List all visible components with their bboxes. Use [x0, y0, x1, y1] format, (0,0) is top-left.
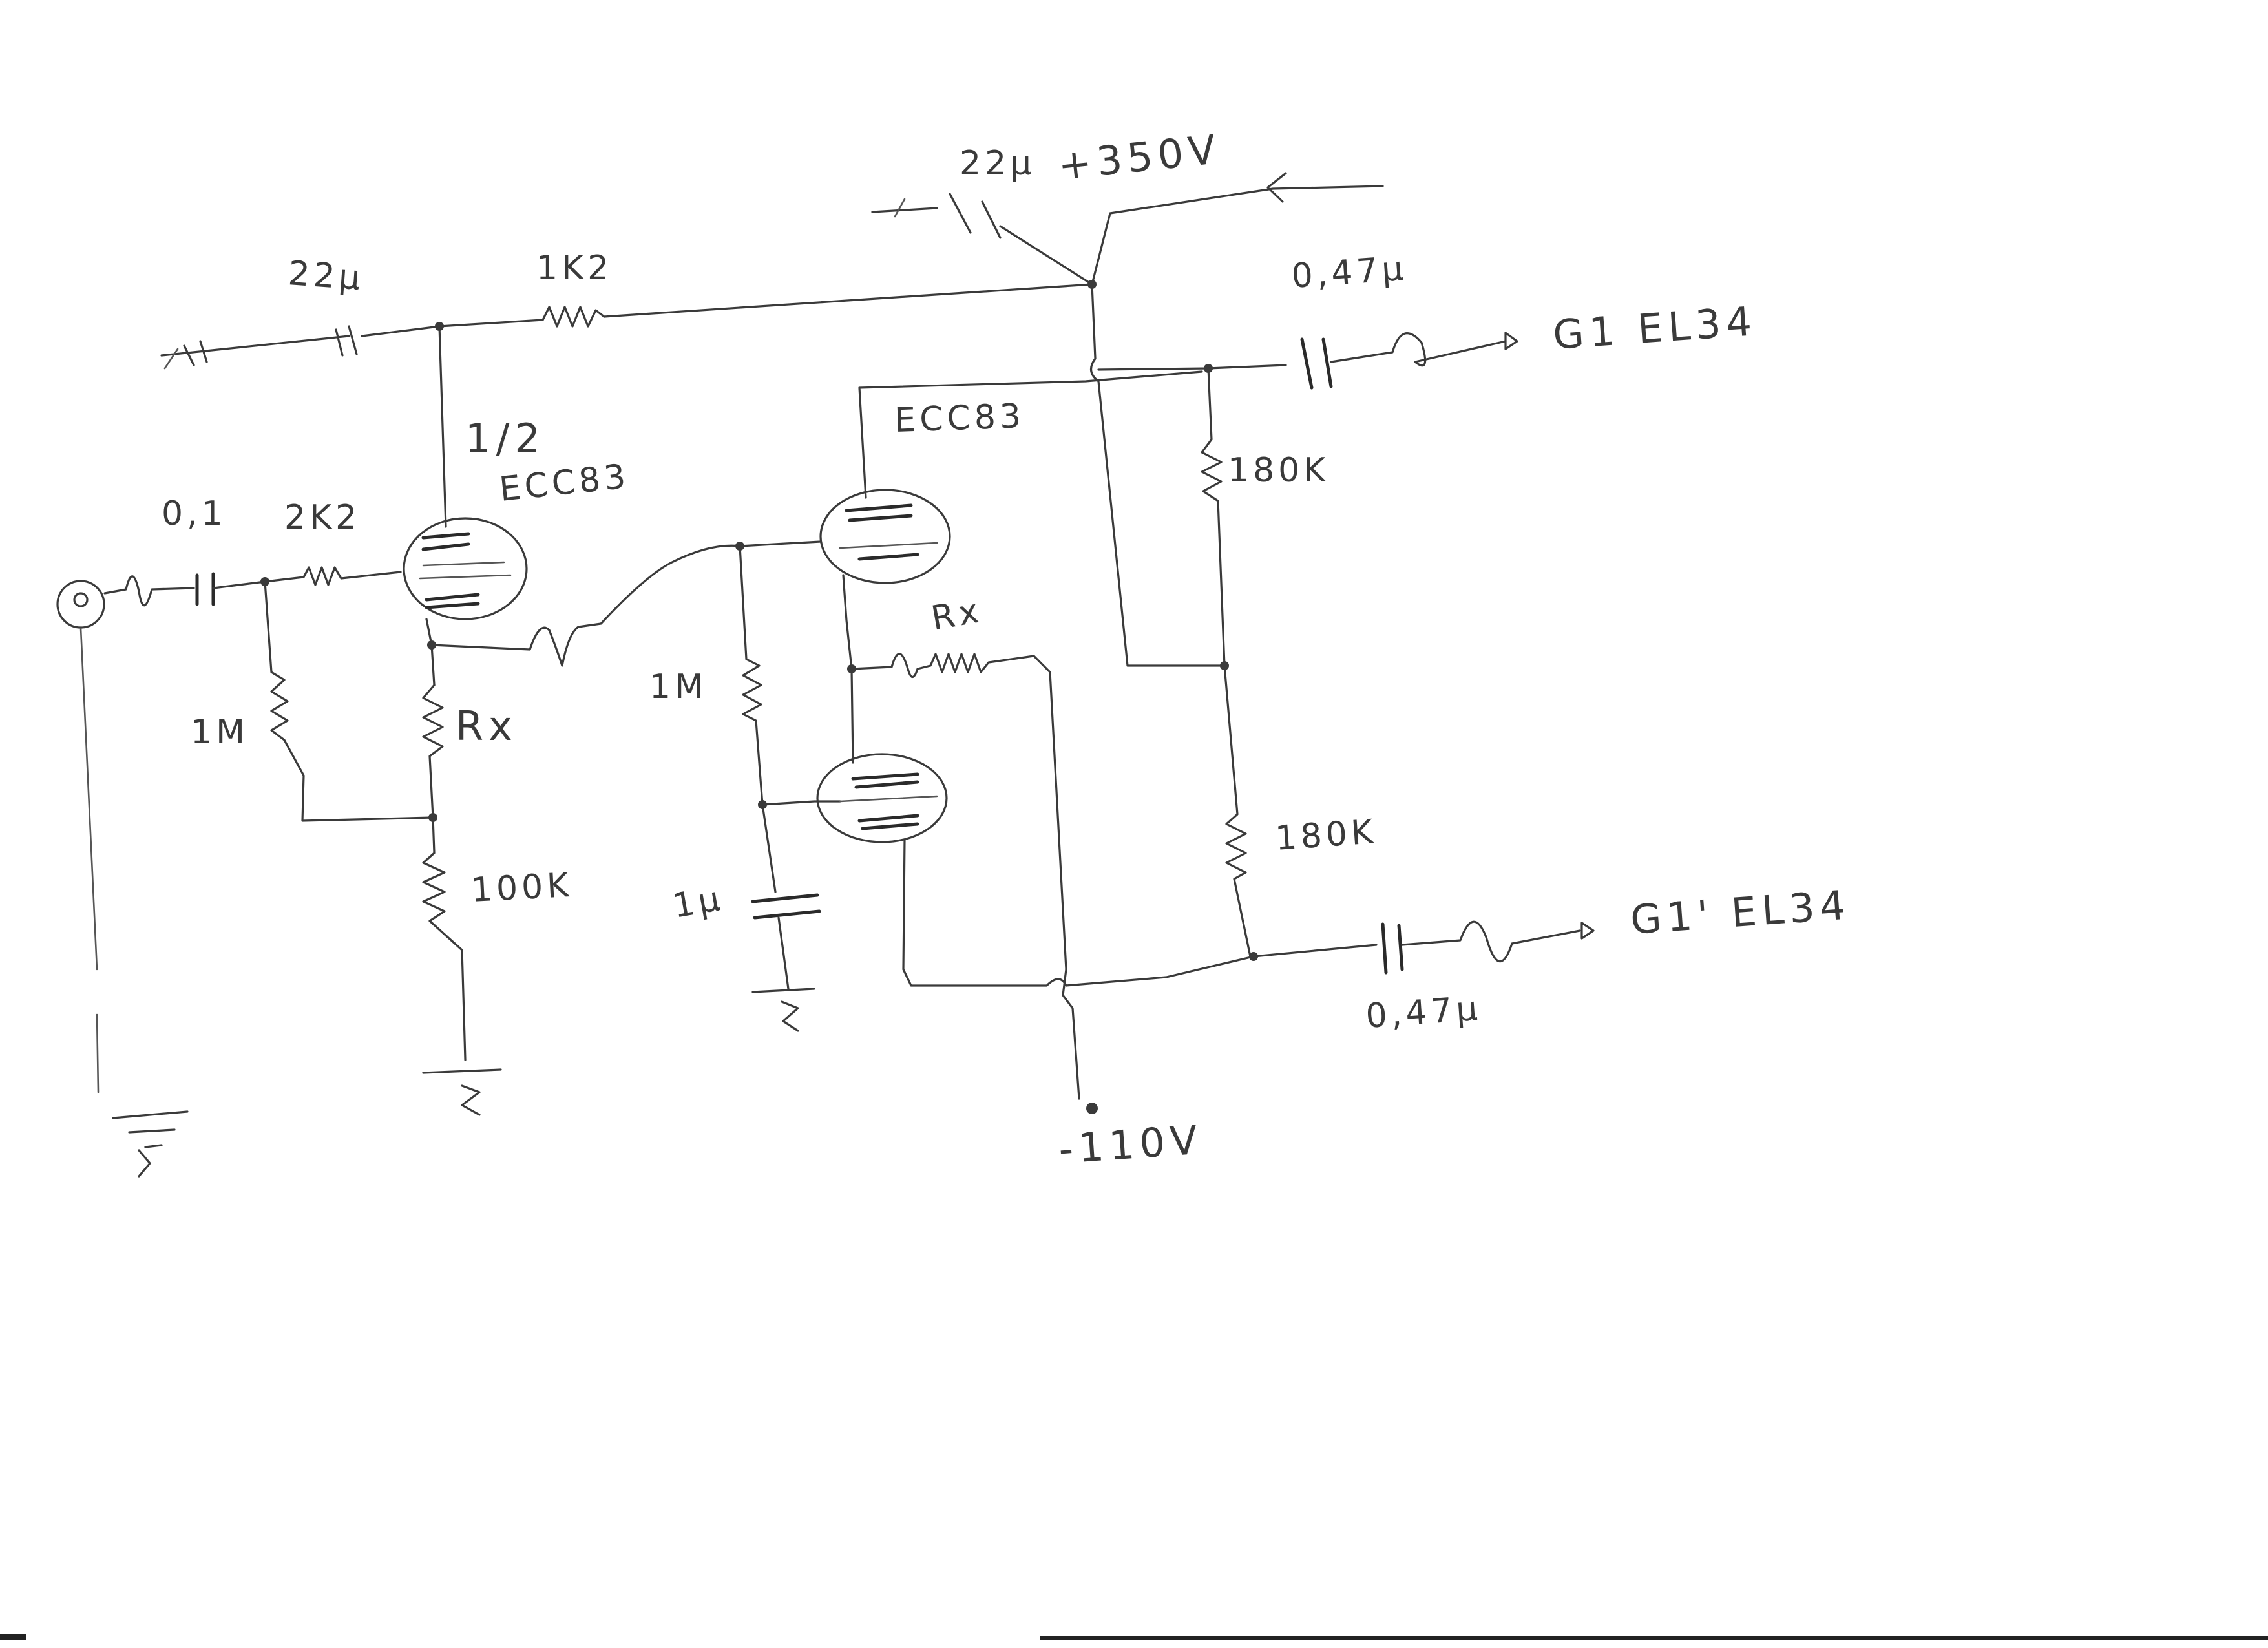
- res-1m-b-symbol: [739, 545, 764, 806]
- out-b-wire-2: [1401, 920, 1581, 963]
- input-wire-2: [212, 580, 266, 589]
- cap-in-symbol: [195, 572, 215, 606]
- label-res-180k-b: 180K: [1274, 812, 1378, 858]
- cap-top-mid-symbol: [871, 193, 1093, 286]
- tube1-grid: [419, 561, 512, 580]
- res-1m-a-symbol: [264, 580, 434, 822]
- label-cap-top-left: 22μ: [287, 254, 365, 298]
- top-rail-wire-2: [603, 283, 1093, 318]
- tube1-envelope: [403, 517, 528, 620]
- label-tube1-name: ECC83: [498, 457, 631, 509]
- res-2k2-symbol: [264, 566, 402, 586]
- cap-out-b-symbol: [1381, 922, 1404, 975]
- label-cap-out-a: 0,47μ: [1290, 249, 1409, 296]
- cap-1u-symbol: [751, 893, 821, 920]
- cap-top-mid-tick-icon: [894, 198, 906, 218]
- tube2-upper-grid-lead: [739, 540, 822, 547]
- tube2-upper-envelope: [819, 489, 951, 584]
- label-res-100k: 100K: [470, 866, 574, 910]
- label-tube1-frac: 1/2: [465, 415, 545, 462]
- label-out-b: G1' EL34: [1629, 881, 1852, 944]
- cap-out-a-symbol: [1300, 337, 1333, 390]
- supply-wire-top: [1091, 185, 1384, 286]
- label-res-2k2: 2K2: [284, 498, 361, 537]
- out-b-wire-1: [1252, 944, 1378, 958]
- label-cap-top-mid: 22μ: [960, 144, 1035, 183]
- res-180k-a-symbol: [1201, 367, 1226, 667]
- out-a-arrow-icon: [1504, 332, 1518, 350]
- res-100k-symbol: [422, 816, 467, 1061]
- res-180k-b-symbol: [1223, 664, 1252, 958]
- cap-top-left-plate: [335, 325, 358, 357]
- tube2-anode-lead: [858, 370, 1203, 499]
- ground-1u-icon: [751, 988, 815, 1032]
- jack-ground-wire: [79, 627, 100, 1093]
- node-neg-supply: [1086, 1103, 1098, 1114]
- cap-top-left-tick-icon: [163, 348, 179, 370]
- label-supply-neg: -110V: [1057, 1116, 1204, 1173]
- label-tube2-name: ECC83: [894, 397, 1025, 440]
- label-cap-out-b: 0,47μ: [1365, 989, 1483, 1036]
- cap-top-left-symbol: [183, 340, 208, 366]
- tube1-cathode-lead: [425, 618, 436, 686]
- supply-arrow-icon: [1266, 172, 1287, 203]
- tube1-anode-lead: [438, 325, 447, 528]
- scan-edge-line: [1040, 1636, 2268, 1640]
- tube1-cathode: [425, 593, 480, 609]
- label-cap-in: 0,1: [162, 494, 227, 533]
- tube2-cathode-lead: [842, 574, 854, 764]
- input-wire: [103, 575, 195, 607]
- input-jack-center-icon: [73, 592, 89, 607]
- scan-mark-left: [0, 1634, 26, 1640]
- out-b-arrow-icon: [1580, 922, 1595, 940]
- label-res-180k-a: 180K: [1228, 451, 1329, 490]
- input-jack-icon: [56, 580, 105, 629]
- label-cap-1u: 1μ: [670, 879, 726, 926]
- bus-top-wire: [1097, 364, 1287, 371]
- cap-1u-lead-2: [777, 916, 790, 990]
- tube2-lower-grid: [839, 795, 938, 803]
- tube2-upper-cathode: [857, 553, 919, 561]
- coupling-wire: [430, 544, 741, 667]
- label-res-rx-b: Rx: [929, 591, 985, 639]
- ground-jack-icon: [112, 1110, 189, 1178]
- res-rx-b-symbol: [850, 653, 1067, 971]
- grid-link-wire: [761, 800, 841, 806]
- tube2-lower-envelope: [816, 753, 948, 843]
- cap-1u-lead: [761, 803, 777, 893]
- label-res-1m-b: 1M: [649, 668, 708, 706]
- supply-drop-wire: [1090, 283, 1226, 667]
- label-supply-pos: +350V: [1056, 125, 1223, 189]
- label-out-a: G1 EL34: [1551, 297, 1758, 359]
- label-res-rx-a: Rx: [456, 703, 518, 750]
- scan-bottom-edge: [0, 1634, 2268, 1644]
- tube2-lower-anode: [851, 772, 919, 789]
- label-res-1k2: 1K2: [536, 249, 613, 288]
- neg-supply-wire: [1062, 968, 1080, 1100]
- out-a-wire: [1330, 332, 1507, 367]
- res-1k2-symbol: [541, 306, 605, 328]
- tube1-anode: [421, 532, 470, 551]
- tube2-lower-cathode: [857, 814, 919, 830]
- tube2-lower-cathode-lead: [902, 839, 1255, 987]
- tube2-upper-anode: [845, 503, 913, 522]
- label-res-1m-a: 1M: [191, 713, 249, 752]
- ground-100k-icon: [422, 1068, 502, 1116]
- res-rx-a-symbol: [422, 684, 444, 819]
- tube2-upper-grid: [839, 542, 938, 549]
